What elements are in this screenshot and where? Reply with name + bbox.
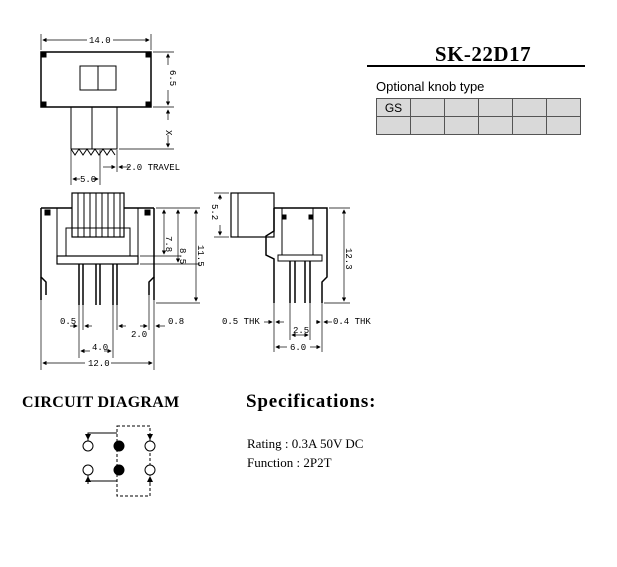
table-cell [444, 98, 479, 117]
table-row: GS [376, 98, 581, 117]
table-cell [546, 116, 581, 135]
table-cell [478, 116, 513, 135]
dim-7-8: 7.8 [163, 236, 173, 252]
dim-5-0: 5.0 [80, 175, 96, 185]
table-cell [410, 116, 445, 135]
dim-12-3: 12.3 [343, 248, 353, 270]
dim-4-0: 4.0 [92, 343, 108, 353]
dim-12-0: 12.0 [88, 359, 110, 369]
table-cell [478, 98, 513, 117]
table-cell [512, 98, 547, 117]
circuit-diagram [82, 425, 156, 497]
table-row [376, 116, 581, 135]
front-view-labels: 7.8 8.5 11.5 0.5 2.0 0.8 4.0 12.0 [60, 236, 205, 369]
dim-6-0: 6.0 [290, 343, 306, 353]
dim-travel: 2.0 TRAVEL [126, 163, 180, 173]
dim-0-5: 0.5 [60, 317, 76, 327]
rating-text: Rating : 0.3A 50V DC [247, 436, 364, 451]
dim-x: X [163, 130, 173, 136]
table-cell [376, 116, 411, 135]
terminal-1 [82, 440, 94, 452]
dim-2-5: 2.5 [293, 326, 309, 336]
table-cell: GS [376, 98, 411, 117]
terminal-2 [113, 440, 125, 452]
table-cell [444, 116, 479, 135]
terminal-3 [144, 440, 156, 452]
top-view [40, 34, 174, 185]
dim-14-0: 14.0 [89, 36, 111, 46]
dim-11-5: 11.5 [195, 245, 205, 267]
side-view [214, 192, 350, 352]
dim-2-0: 2.0 [131, 330, 147, 340]
table-cell [546, 98, 581, 117]
front-view [40, 192, 200, 370]
title-underline [367, 65, 585, 67]
dim-0-8: 0.8 [168, 317, 184, 327]
knob-type-label: Optional knob type [376, 79, 485, 94]
dim-0-4-thk: 0.4 THK [333, 317, 371, 327]
dim-0-5-thk: 0.5 THK [222, 317, 260, 327]
circuit-diagram-title: CIRCUIT DIAGRAM [22, 394, 180, 411]
specifications-title: Specifications: [246, 391, 377, 412]
table-cell [410, 98, 445, 117]
dim-6-5: 6.5 [167, 70, 177, 86]
function-text: Function : 2P2T [247, 455, 332, 470]
table-cell [512, 116, 547, 135]
terminal-6 [144, 464, 156, 476]
side-view-labels: 5.2 12.3 0.5 THK 0.4 THK 2.5 6.0 [209, 204, 371, 353]
knob-type-table: GS [376, 98, 581, 135]
dim-5-2: 5.2 [209, 204, 219, 220]
terminal-4 [82, 464, 94, 476]
top-view-labels: 14.0 6.5 X 2.0 TRAVEL 5.0 [80, 36, 180, 185]
dim-8-5: 8.5 [177, 248, 187, 264]
model-title: SK-22D17 [434, 42, 532, 66]
terminal-5 [113, 464, 125, 476]
